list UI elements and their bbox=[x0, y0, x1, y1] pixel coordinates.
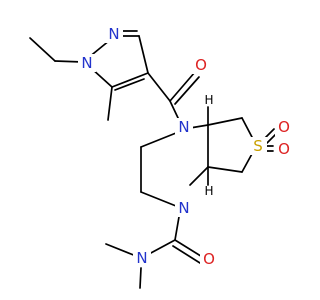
atom-layer: N N O N N S O O O N H H bbox=[78, 25, 293, 268]
bond-carbonyl2-o-double bbox=[172, 245, 201, 264]
carbonyl-bottom-o-label: O bbox=[203, 250, 215, 268]
sulfone-o1-label: O bbox=[278, 118, 290, 136]
bond-c5-s bbox=[241, 117, 254, 140]
bond-c4-carbonyl bbox=[147, 72, 171, 102]
bond-layer bbox=[29, 30, 278, 289]
pyrazole-n2-label: N bbox=[108, 25, 119, 43]
bond-n4-c3 bbox=[140, 132, 177, 148]
amide-n-label: N bbox=[136, 249, 147, 267]
bond-ethyl-ch3 bbox=[29, 37, 56, 62]
sulfone-o2-label: O bbox=[278, 140, 290, 158]
stereo-h-bottom-label: H bbox=[204, 184, 213, 198]
bond-carbonyl2-n bbox=[148, 239, 176, 255]
bond-s-c7 bbox=[241, 151, 254, 173]
stereo-h-top-label: H bbox=[204, 93, 213, 107]
molecule-structure: N N O N N S O O O N H H bbox=[29, 25, 293, 289]
bond-c7a-n1 bbox=[189, 166, 209, 186]
bond-c4a-c5 bbox=[207, 117, 243, 126]
bond-c2-n1 bbox=[140, 191, 177, 207]
carbonyl-top-o-label: O bbox=[195, 56, 207, 74]
bond-carbonyl-o-double bbox=[174, 76, 200, 105]
bond-c3-c4 bbox=[138, 35, 149, 74]
bond-carbonyl2-o bbox=[174, 239, 205, 259]
bond-nme-1 bbox=[105, 243, 137, 257]
pyrazole-n1-label: N bbox=[81, 54, 92, 72]
bond-methyl bbox=[107, 86, 113, 121]
bond-carbonyl-n bbox=[169, 100, 180, 121]
sulfone-s-label: S bbox=[253, 137, 263, 155]
bond-c4-c5 bbox=[111, 72, 149, 88]
bond-c4-c5-double bbox=[114, 78, 145, 91]
ring-n-top-label: N bbox=[178, 118, 189, 136]
ring-n-bottom-label: N bbox=[178, 199, 189, 217]
bond-nme-2 bbox=[139, 267, 142, 289]
bond-c7-c7a bbox=[207, 166, 243, 173]
bond-carbonyl-o bbox=[169, 71, 196, 102]
